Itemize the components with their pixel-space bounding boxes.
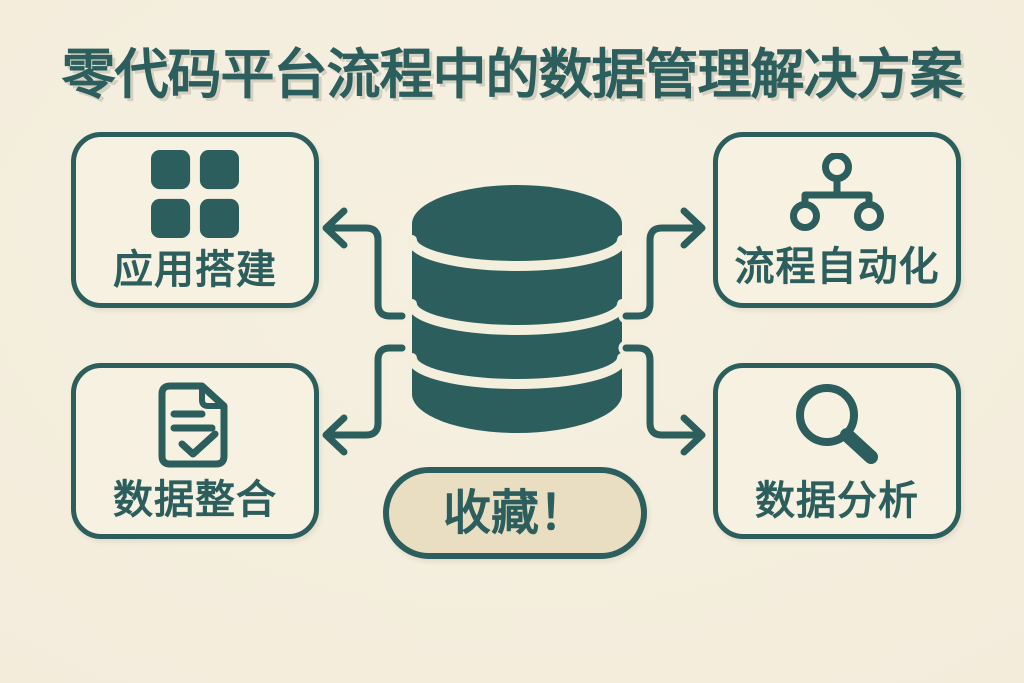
card-data-integration: 数据整合: [71, 363, 319, 539]
document-check-icon: [158, 382, 228, 468]
arrow-to-app-building: [318, 203, 410, 324]
card-data-analysis: 数据分析: [713, 363, 961, 539]
flowchart-icon: [790, 153, 884, 231]
magnifier-icon: [796, 384, 878, 464]
arrow-to-data-analysis: [618, 340, 710, 460]
database-icon: [407, 185, 627, 433]
card-label-data-analysis: 数据分析: [755, 478, 919, 524]
favorite-button[interactable]: 收藏！: [383, 467, 647, 559]
grid-icon: [151, 150, 239, 238]
card-process-automation: 流程自动化: [713, 132, 961, 308]
page-title: 零代码平台流程中的数据管理解决方案: [61, 43, 964, 106]
arrow-to-process-automation: [618, 203, 710, 324]
arrow-to-data-integration: [318, 340, 410, 460]
card-label-process-automation: 流程自动化: [734, 244, 940, 290]
card-label-app-building: 应用搭建: [113, 247, 277, 293]
card-app-building: 应用搭建: [71, 132, 319, 308]
favorite-button-label: 收藏！: [442, 485, 587, 541]
card-label-data-integration: 数据整合: [113, 477, 277, 523]
